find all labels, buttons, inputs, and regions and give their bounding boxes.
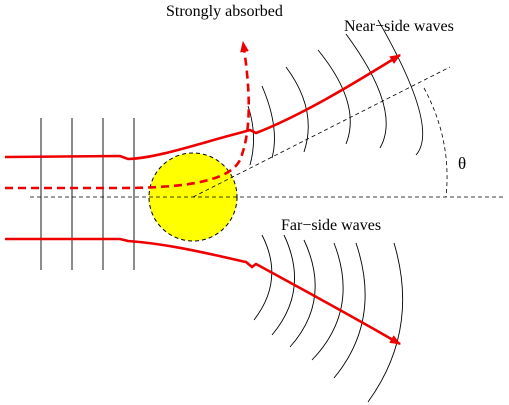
near-side-wavefront — [345, 33, 387, 149]
near-side-trajectory — [4, 53, 401, 161]
far-side-label: Far−side waves — [281, 217, 381, 234]
far-side-wavefront — [367, 242, 404, 403]
far-side-wavefront — [271, 234, 295, 336]
far-side-wavefront — [253, 234, 273, 321]
far-side-wavefront — [333, 242, 366, 379]
far-side-trajectory — [5, 237, 401, 346]
near-side-wavefront — [377, 19, 424, 156]
strongly-absorbed-label: Strongly absorbed — [166, 3, 283, 20]
theta-label: θ — [458, 154, 466, 173]
far-side-wavefront — [311, 242, 344, 361]
near-side-wavefront — [261, 85, 275, 159]
absorbed-trajectory — [5, 40, 251, 190]
theta-angle-arc — [423, 87, 448, 198]
far-side-wavefronts — [253, 234, 404, 403]
scattering-direction-line — [192, 66, 451, 198]
incident-wavefronts — [40, 118, 135, 270]
near-side-label: Near−side waves — [344, 18, 454, 35]
near-side-wavefront — [317, 49, 351, 145]
